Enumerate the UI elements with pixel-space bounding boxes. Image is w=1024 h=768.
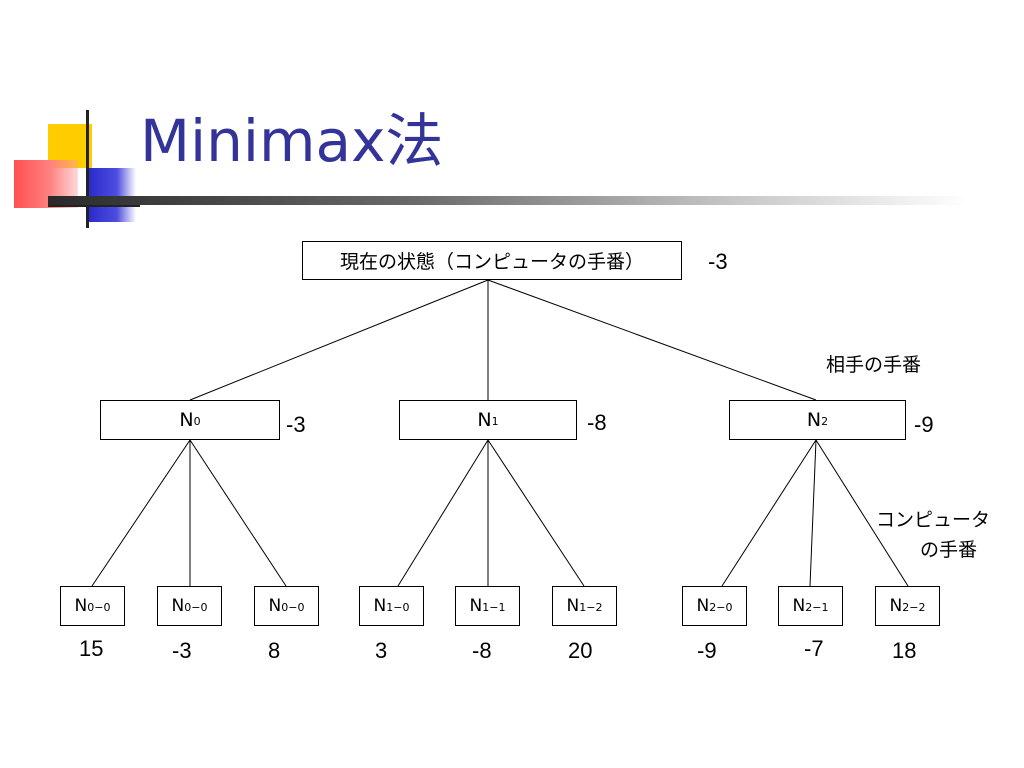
leaf-sub: 0−0 [184,600,208,614]
leaf-base: N [171,596,185,616]
node-n2-value: -9 [914,412,934,437]
leaf-value: 8 [268,638,281,663]
leaf-value: 3 [375,638,388,663]
slide-title: Minimax法 [140,107,444,175]
leaf-sub: 1−2 [579,600,603,614]
node-n0-sub: 0 [193,414,201,428]
leaf-sub: 1−0 [386,600,410,614]
leaf-value: 15 [79,636,104,661]
deco-blue-square [88,168,136,222]
leaf-value: -7 [804,636,824,661]
root-node-label: 現在の状態（コンピュータの手番） [339,251,644,273]
leaf-base: N [268,596,282,616]
computer-turn-label-line1: コンピュータ [876,509,991,531]
leaf-value: -8 [472,638,492,663]
leaf-value: -3 [172,638,192,663]
leaf-base: N [792,596,806,616]
edge-n1-leaf0 [397,439,489,587]
leaf-base: N [566,596,580,616]
computer-turn-label-line2: の手番 [920,539,978,561]
leaf-base: N [373,596,387,616]
leaf-sub: 2−1 [805,600,829,614]
leaf-base: N [469,596,483,616]
leaf-value: 20 [568,638,593,663]
node-n1-value: -8 [587,410,607,435]
deco-horizontal-line [48,204,140,207]
root-node: 現在の状態（コンピュータの手番） [302,241,682,280]
edge-n0-leaf0 [91,439,191,587]
edge-n2-leaf0 [721,439,817,587]
leaf-sub: 2−2 [902,600,926,614]
root-node-value: -3 [708,249,728,274]
node-n0-base: N [179,409,194,431]
deco-vertical-line [86,110,89,228]
node-n2-base: N [806,409,822,431]
opponent-turn-label: 相手の手番 [826,354,922,376]
title-underline [48,196,968,205]
leaf-sub: 1−1 [482,600,506,614]
edge-root-n0 [189,279,489,401]
leaf-value: -9 [697,638,717,663]
leaf-sub: 0−0 [281,600,305,614]
node-n2-sub: 2 [821,414,829,428]
node-n1-base: N [477,409,492,431]
leaf-base: N [889,596,903,616]
edge-n2-leaf2 [815,439,909,587]
node-n1-sub: 1 [491,414,499,428]
leaf-sub: 2−0 [709,600,733,614]
edge-root-n2 [487,279,817,401]
edge-n0-leaf2 [189,439,287,587]
leaf-value: 18 [892,638,917,663]
edge-n1-leaf2 [487,439,585,587]
leaf-base: N [74,596,88,616]
node-n0-value: -3 [286,412,306,437]
leaf-sub: 0−0 [87,600,111,614]
edge-n2-leaf1 [809,439,817,587]
leaf-base: N [696,596,710,616]
